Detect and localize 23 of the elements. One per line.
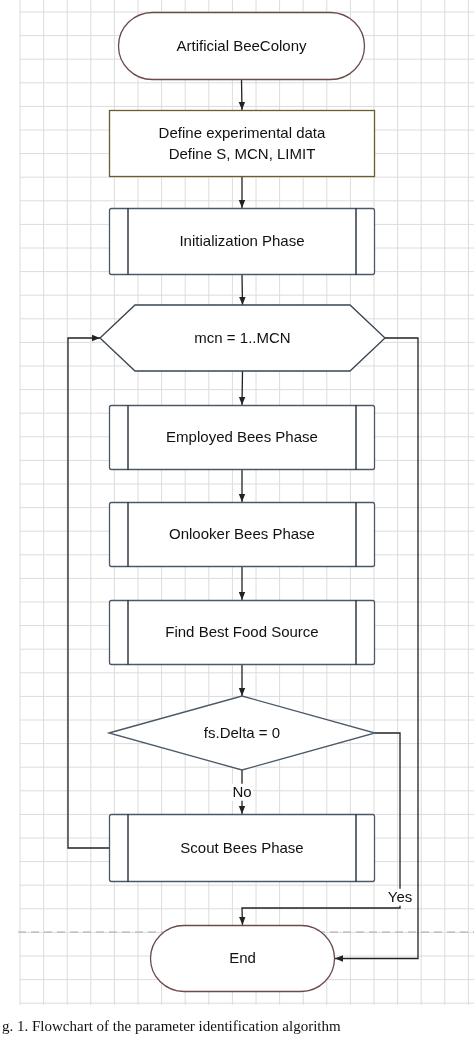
arrow — [238, 370, 246, 406]
arrow — [238, 79, 246, 111]
node-label: Employed Bees Phase — [166, 427, 318, 448]
node-label: Artificial BeeColony — [176, 35, 307, 56]
arrow — [238, 176, 246, 209]
figure-caption: g. 1. Flowchart of the parameter identification algorithm — [2, 1018, 341, 1035]
arrow — [67, 334, 110, 849]
node-label: End — [229, 948, 256, 969]
arrow — [238, 469, 246, 503]
node-label: Initialization Phase — [179, 231, 305, 252]
arrow — [238, 566, 246, 601]
arrow — [238, 664, 246, 697]
node-label: mcn = 1..MCN — [194, 327, 291, 348]
node-label: Define experimental data Define S, MCN, LIMIT — [157, 123, 327, 164]
node-label: Find Best Food Source — [165, 622, 319, 643]
arrow — [239, 274, 246, 306]
node-label: Scout Bees Phase — [180, 837, 304, 858]
arrow — [334, 337, 419, 962]
arrow — [239, 732, 401, 926]
node-label: Onlooker Bees Phase — [169, 524, 315, 545]
edge-label: Yes — [386, 888, 414, 906]
edge-label: No — [231, 783, 253, 801]
node-label: fs.Delta = 0 — [203, 722, 281, 743]
